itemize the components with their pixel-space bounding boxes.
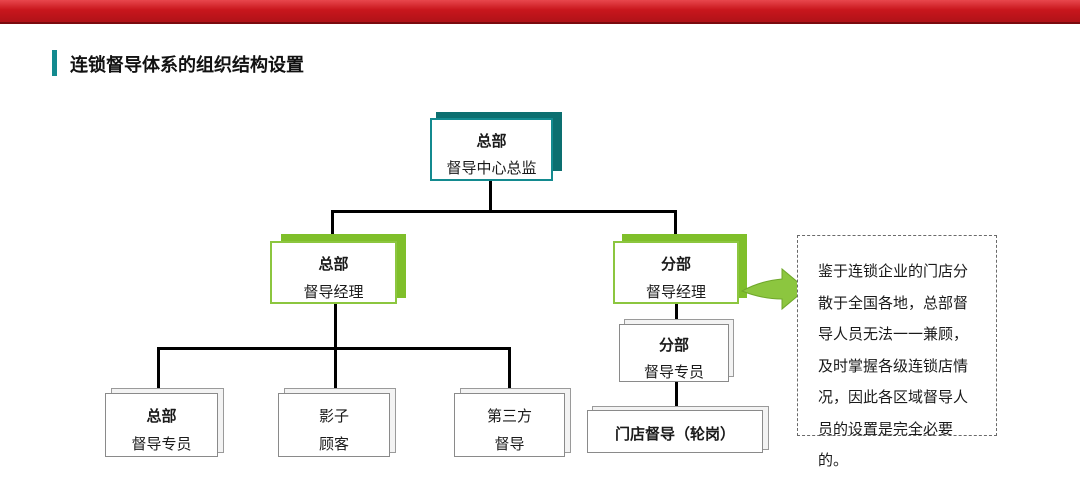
connector [334, 347, 337, 392]
note-line: 导人员无法一一兼顾， [818, 325, 969, 343]
node-branch-specialist: 分部 督导专员 [619, 324, 729, 382]
node-hq-manager-role: 督导经理 [303, 283, 364, 301]
connector [331, 210, 677, 213]
connector [674, 210, 677, 242]
node-branch-manager-role: 督导经理 [645, 283, 706, 301]
node-third-party: 第三方 督导 [454, 393, 565, 457]
node-hq-specialist-org: 总部 [146, 407, 177, 425]
node-shadow-customer-line1: 影子 [318, 407, 349, 425]
node-hq-manager: 总部 督导经理 [270, 241, 397, 304]
node-hq-manager-org: 总部 [318, 255, 349, 273]
node-third-party-line1: 第三方 [486, 407, 532, 425]
connector [675, 304, 678, 326]
node-store-supervisor: 门店督导（轮岗） [587, 410, 763, 453]
node-third-party-line2: 督导 [494, 435, 525, 453]
node-shadow-customer-line2: 顾客 [318, 435, 349, 453]
top-banner [0, 0, 1080, 22]
node-hq-specialist: 总部 督导专员 [105, 393, 218, 457]
node-hq-director-org: 总部 [476, 132, 507, 150]
note-line: 及时掌握各级连锁店情 [818, 356, 969, 375]
connector [157, 347, 160, 392]
title-accent-bar [52, 50, 57, 76]
note-line: 鉴于连锁企业的门店分 [818, 262, 969, 280]
node-shadow-customer: 影子 顾客 [278, 393, 390, 457]
node-store-supervisor-role: 门店督导（轮岗） [614, 425, 735, 443]
note-line: 员的设置是完全必要的。 [818, 419, 954, 470]
node-branch-manager-org: 分部 [660, 255, 691, 273]
connector [489, 181, 492, 211]
node-branch-manager: 分部 督导经理 [613, 241, 739, 304]
note-line: 散于全国各地，总部督 [818, 293, 969, 312]
connector [508, 347, 511, 392]
node-branch-specialist-org: 分部 [658, 336, 689, 354]
node-hq-director: 总部 督导中心总监 [430, 118, 553, 181]
connector [675, 381, 678, 409]
note-line: 况，因此各区域督导人 [818, 388, 969, 406]
node-branch-specialist-role: 督导专员 [643, 363, 704, 381]
node-hq-specialist-role: 督导专员 [131, 435, 192, 453]
node-hq-director-role: 督导中心总监 [446, 159, 537, 177]
connector [331, 210, 334, 242]
top-banner-rule [0, 22, 1080, 24]
connector [334, 304, 337, 348]
page-title: 连锁督导体系的组织结构设置 [70, 55, 304, 76]
note-box: 鉴于连锁企业的门店分 散于全国各地，总部督 导人员无法一一兼顾， 及时掌握各级连… [797, 235, 997, 469]
